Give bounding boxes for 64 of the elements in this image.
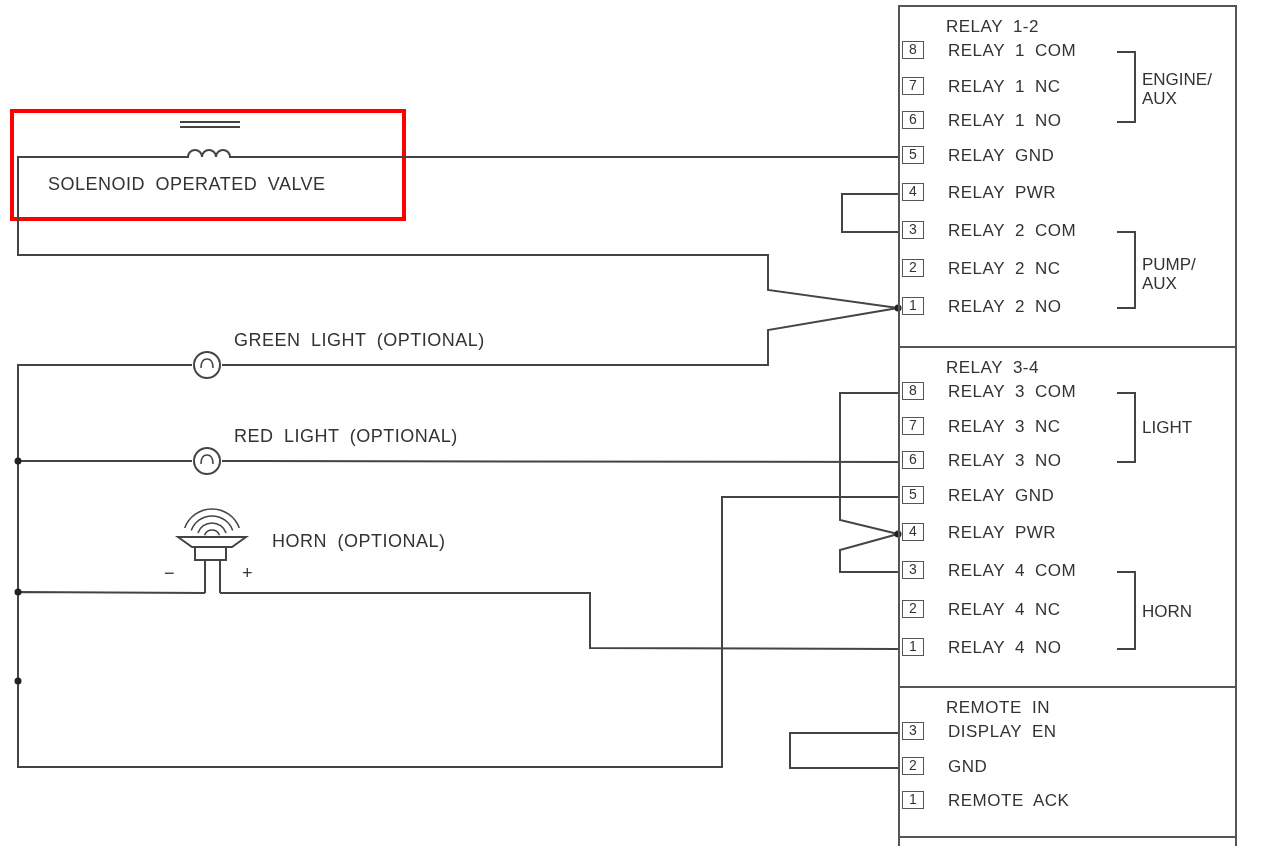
wire	[839, 533, 899, 573]
section-title: RELAY 1-2	[946, 17, 1039, 37]
polarity-mark: +	[242, 563, 253, 583]
section-title: REMOTE IN	[946, 698, 1050, 718]
terminal-block-section	[898, 686, 1237, 838]
terminal-label: RELAY GND	[948, 146, 1055, 166]
pin-number: 6	[902, 451, 924, 469]
wire	[219, 592, 899, 650]
pin-number: 2	[902, 757, 924, 775]
terminal-label: RELAY GND	[948, 486, 1055, 506]
terminal-label: RELAY 3 NO	[948, 451, 1062, 471]
pin-number: 6	[902, 111, 924, 129]
section-title: RELAY 3-4	[946, 358, 1039, 378]
pin-number: 2	[902, 600, 924, 618]
component-label: HORN (OPTIONAL)	[272, 531, 446, 551]
group-label: HORN	[1142, 602, 1193, 622]
group-label: PUMP/ AUX	[1142, 255, 1197, 293]
pin-number: 3	[902, 722, 924, 740]
group-label: LIGHT	[1142, 418, 1193, 438]
pin-number: 1	[902, 297, 924, 315]
wire	[841, 193, 899, 233]
polarity-mark: −	[164, 563, 175, 583]
wire	[839, 392, 899, 535]
wire	[221, 460, 899, 463]
wire	[789, 732, 899, 769]
terminal-label: RELAY 2 COM	[948, 221, 1077, 241]
pin-number: 7	[902, 77, 924, 95]
group-label: ENGINE/ AUX	[1142, 70, 1213, 108]
wire	[241, 156, 899, 158]
terminal-label: RELAY 1 NC	[948, 77, 1061, 97]
solenoid-coil-symbol	[178, 118, 242, 160]
terminal-label: DISPLAY EN	[948, 722, 1057, 742]
terminal-label: RELAY PWR	[948, 183, 1057, 203]
lamp-symbol	[192, 350, 222, 380]
component-label: RED LIGHT (OPTIONAL)	[234, 426, 458, 446]
terminal-label: GND	[948, 757, 988, 777]
terminal-label: RELAY 4 NO	[948, 638, 1062, 658]
terminal-block-section	[898, 346, 1237, 688]
pin-number: 7	[902, 417, 924, 435]
terminal-label: RELAY 2 NC	[948, 259, 1061, 279]
component-label: GREEN LIGHT (OPTIONAL)	[234, 330, 485, 350]
pin-number: 8	[902, 382, 924, 400]
pin-number: 5	[902, 146, 924, 164]
terminal-label: RELAY 3 COM	[948, 382, 1077, 402]
pin-number: 8	[902, 41, 924, 59]
terminal-label: RELAY 4 COM	[948, 561, 1077, 581]
pin-number: 1	[902, 638, 924, 656]
pin-number: 3	[902, 221, 924, 239]
pin-number: 5	[902, 486, 924, 504]
terminal-label: RELAY 4 NC	[948, 600, 1061, 620]
pin-number: 2	[902, 259, 924, 277]
terminal-label: RELAY PWR	[948, 523, 1057, 543]
pin-number: 1	[902, 791, 924, 809]
terminal-label: REMOTE ACK	[948, 791, 1070, 811]
terminal-label: RELAY 2 NO	[948, 297, 1062, 317]
terminal-label: RELAY 1 COM	[948, 41, 1077, 61]
terminal-label: RELAY 3 NC	[948, 417, 1061, 437]
component-label: SOLENOID OPERATED VALVE	[48, 174, 326, 194]
terminal-label: RELAY 1 NO	[948, 111, 1062, 131]
lamp-symbol	[192, 446, 222, 476]
pin-number: 4	[902, 183, 924, 201]
pin-number: 3	[902, 561, 924, 579]
pin-number: 4	[902, 523, 924, 541]
terminal-block-section	[898, 5, 1237, 348]
